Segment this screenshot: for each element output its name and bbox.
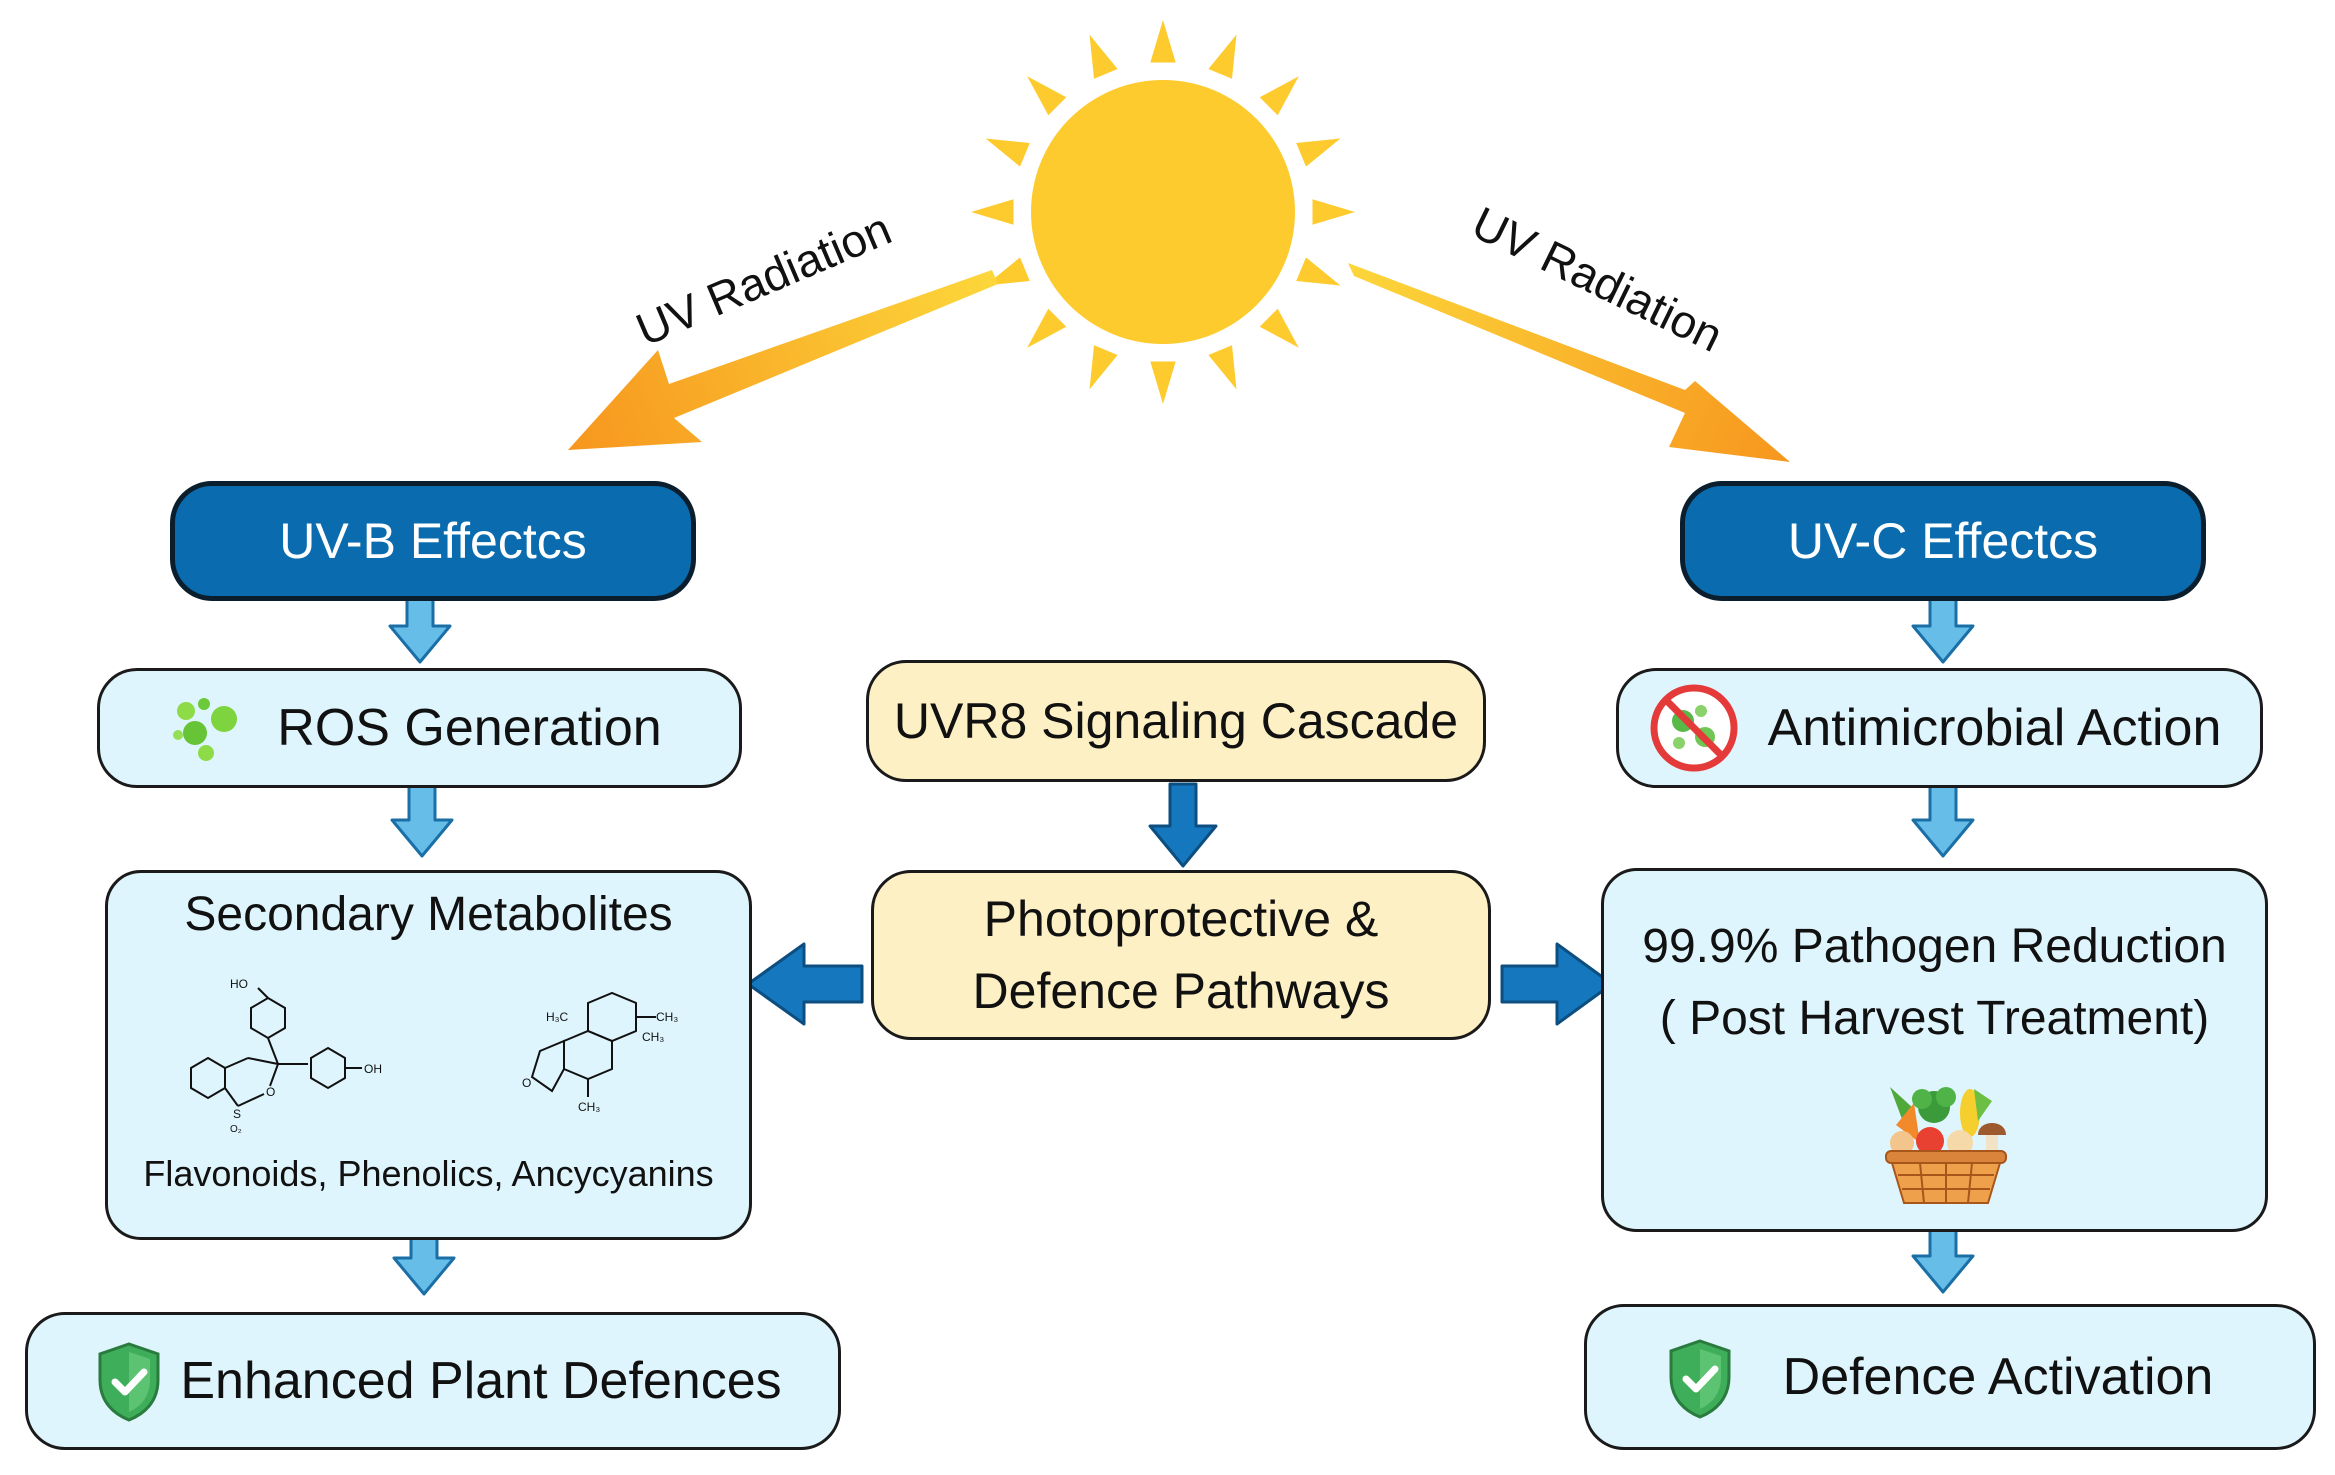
shield-check-icon xyxy=(98,1342,160,1422)
defence-activation-box: Defence Activation xyxy=(1584,1304,2316,1450)
sun-ray xyxy=(985,257,1030,286)
sun-ray xyxy=(1089,345,1118,390)
enhanced-plant-defences-box: Enhanced Plant Defences xyxy=(25,1312,841,1450)
mol2-ch3-b-label: CH₃ xyxy=(642,1030,664,1044)
sun-ray xyxy=(1296,138,1341,167)
uvc-effects-header: UV-C Effectcs xyxy=(1680,481,2206,601)
sun-ray xyxy=(1027,308,1067,348)
photoprotective-label-line1: Photoprotective & xyxy=(983,891,1379,947)
arrow-antimicrobial-to-reduction xyxy=(1911,780,1975,858)
sun-ray xyxy=(1150,361,1176,404)
mol1-o-label: O xyxy=(266,1085,275,1099)
ros-bubbles-icon xyxy=(173,698,237,761)
sun-ray xyxy=(985,138,1030,167)
photoprotective-pathways-box: Photoprotective & Defence Pathways xyxy=(871,870,1491,1040)
arrow-ros-to-metabolites xyxy=(390,780,454,858)
uv-radiation-arrow-right xyxy=(1348,263,1790,462)
antimicrobial-action-label: Antimicrobial Action xyxy=(1767,699,2222,757)
shield-check-icon xyxy=(1669,1339,1731,1419)
mol1-oh-label: OH xyxy=(364,1062,382,1076)
defence-activation-label: Defence Activation xyxy=(1782,1348,2214,1406)
uvr8-signaling-label: UVR8 Signaling Cascade xyxy=(893,693,1459,749)
secondary-metabolites-box: Secondary Metabolites HO OH O S O₂ xyxy=(105,870,752,1240)
uvb-effects-label: UV-B Effectcs xyxy=(279,513,587,569)
arrow-pathways-to-metabolites xyxy=(746,942,864,1026)
uvc-effects-label: UV-C Effectcs xyxy=(1787,513,2099,569)
mol1-s-label: S xyxy=(233,1107,241,1121)
sun-rays xyxy=(971,20,1355,404)
sesquiterpene-molecule-icon: H₃C CH₃ CH₃ CH₃ O xyxy=(522,991,678,1114)
arrow-pathways-to-reduction xyxy=(1500,942,1614,1026)
sun-ray xyxy=(1150,20,1176,63)
no-microbes-icon xyxy=(1650,684,1738,772)
sun xyxy=(971,20,1355,404)
mol1-o2-label: O₂ xyxy=(230,1124,242,1135)
sun-ray xyxy=(1208,34,1237,79)
arrow-signaling-to-pathways xyxy=(1148,782,1218,868)
ros-generation-box: ROS Generation xyxy=(97,668,742,788)
enhanced-plant-defences-label: Enhanced Plant Defences xyxy=(180,1352,782,1410)
pathogen-reduction-box: 99.9% Pathogen Reduction ( Post Harvest … xyxy=(1601,868,2268,1232)
pathogen-reduction-line1: 99.9% Pathogen Reduction xyxy=(1642,920,2227,973)
ros-generation-label: ROS Generation xyxy=(277,699,662,757)
antimicrobial-action-box: Antimicrobial Action xyxy=(1616,668,2263,788)
mol2-o-label: O xyxy=(522,1076,531,1090)
phenolphthalein-like-molecule-icon: HO OH O S O₂ xyxy=(190,978,382,1135)
mol1-ho-label: HO xyxy=(230,978,248,991)
sun-ray xyxy=(971,199,1014,225)
sun-ray xyxy=(1208,345,1237,390)
mol2-ch3-a-label: CH₃ xyxy=(656,1010,678,1024)
uvr8-signaling-box: UVR8 Signaling Cascade xyxy=(866,660,1486,782)
sun-ray xyxy=(1259,308,1299,348)
photoprotective-label-line2: Defence Pathways xyxy=(972,963,1390,1019)
uv-radiation-arrow-left xyxy=(568,270,998,450)
secondary-metabolites-title: Secondary Metabolites xyxy=(184,888,673,941)
mol2-ch3-bottom-label: CH₃ xyxy=(578,1100,600,1114)
vegetable-basket-icon xyxy=(1885,1087,2007,1204)
uvb-effects-header: UV-B Effectcs xyxy=(170,481,696,601)
sun-disc xyxy=(1031,80,1295,344)
secondary-metabolites-caption: Flavonoids, Phenolics, Ancycyanins xyxy=(143,1153,714,1194)
sun-ray xyxy=(1296,257,1341,286)
sun-ray xyxy=(1089,34,1118,79)
mol2-h3c-label: H₃C xyxy=(546,1010,569,1024)
sun-ray xyxy=(1027,76,1067,116)
sun-ray xyxy=(1312,199,1355,225)
sun-ray xyxy=(1259,76,1299,116)
pathogen-reduction-line2: ( Post Harvest Treatment) xyxy=(1659,992,2210,1045)
